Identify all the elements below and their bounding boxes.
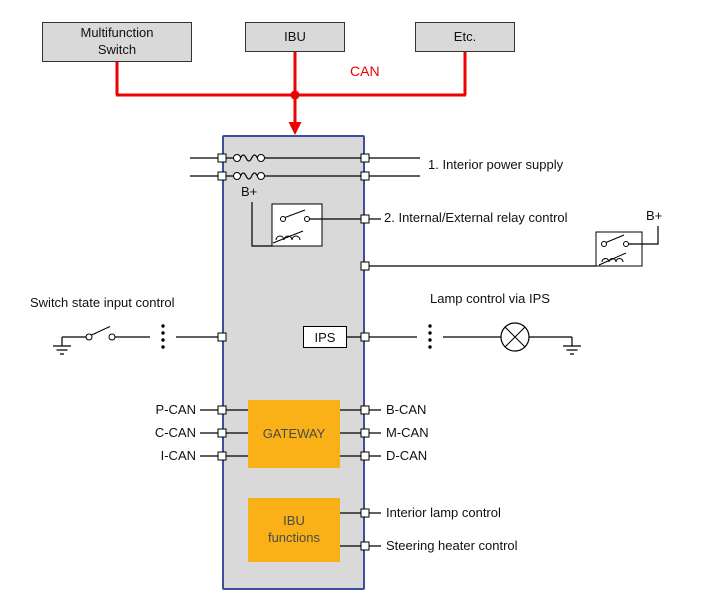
ips-block: IPS bbox=[303, 326, 347, 348]
node-etc: Etc. bbox=[415, 22, 515, 52]
interior-lamp-label: Interior lamp control bbox=[386, 505, 501, 520]
switch-input-circuit bbox=[53, 326, 218, 355]
pin-label-d-can: D-CAN bbox=[386, 448, 428, 463]
node-label: Etc. bbox=[453, 28, 477, 44]
node-label: Multifunction Switch bbox=[80, 25, 154, 57]
ips-label: IPS bbox=[314, 329, 336, 345]
can-bus-label: CAN bbox=[350, 63, 380, 79]
gateway-block: GATEWAY bbox=[248, 400, 340, 468]
power-supply-label: 1. Interior power supply bbox=[428, 157, 564, 172]
can-bus-lines bbox=[115, 52, 467, 123]
lamp-control-label: Lamp control via IPS bbox=[430, 291, 550, 306]
bplus-internal-label: B+ bbox=[241, 184, 258, 199]
lamp-circuit bbox=[347, 322, 581, 355]
ellipsis-dots-right bbox=[428, 324, 432, 349]
pin-label-b-can: B-CAN bbox=[386, 402, 427, 417]
pin-label-p-can: P-CAN bbox=[155, 402, 196, 417]
ellipsis-dots-left bbox=[161, 324, 165, 349]
pin-label-c-can: C-CAN bbox=[154, 425, 196, 440]
switch-input-label: Switch state input control bbox=[30, 295, 175, 310]
pin-label-i-can: I-CAN bbox=[160, 448, 196, 463]
node-multifunction-switch: Multifunction Switch bbox=[42, 22, 192, 62]
steering-heater-label: Steering heater control bbox=[386, 538, 518, 553]
pin-label-m-can: M-CAN bbox=[386, 425, 429, 440]
ibu-functions-block: IBU functions bbox=[248, 498, 340, 562]
can-arrowhead-icon bbox=[288, 122, 302, 135]
ibu-functions-label: IBU functions bbox=[267, 513, 321, 545]
external-relay-symbol bbox=[369, 226, 659, 267]
gateway-label: GATEWAY bbox=[262, 425, 326, 441]
node-ibu: IBU bbox=[245, 22, 345, 52]
node-label: IBU bbox=[284, 28, 306, 44]
bplus-external-label: B+ bbox=[646, 208, 663, 223]
relay-control-label: 2. Internal/External relay control bbox=[384, 210, 568, 225]
can-junction-dot bbox=[290, 90, 300, 100]
